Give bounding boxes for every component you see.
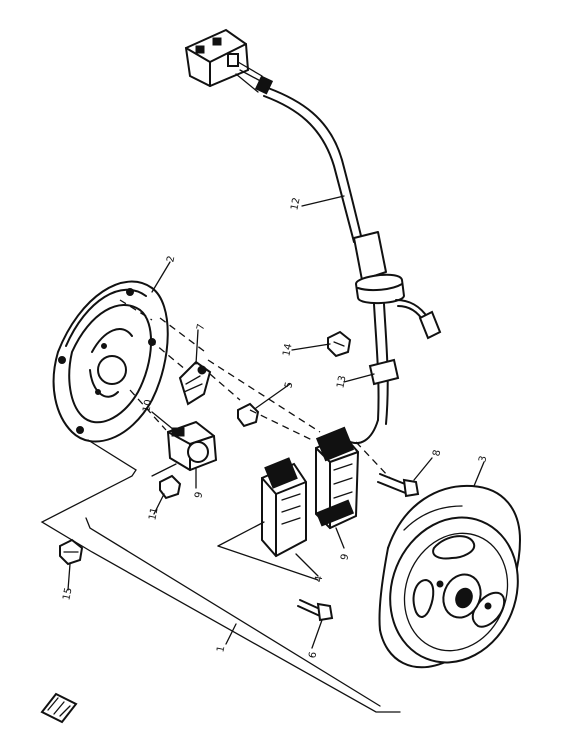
callout-8: 8 [431,449,443,458]
connector-plug [184,28,274,95]
callout-6: 6 [307,651,319,660]
wire-harness [263,87,442,445]
screw-part-11 [159,474,182,500]
pulser-coil-part-7 [178,360,212,406]
charge-coil-part-3 [315,426,360,530]
callout-14: 14 [281,343,294,358]
callout-3: 3 [477,455,489,464]
bolt-part-6 [297,599,334,622]
reference-brackets [40,439,401,713]
callout-9: 9 [339,553,351,562]
callout-11: 11 [147,507,160,522]
source-coil-part-4 [261,457,307,558]
callout-13: 13 [335,375,348,390]
lighting-coil-part-9 [166,420,218,472]
callout-10: 10 [141,399,154,414]
nut-part-5 [237,402,260,428]
callout-4: 4 [313,575,325,584]
callout-9b: 9 [193,491,205,500]
flywheel-rotor [378,484,521,669]
screw-part-14 [327,330,352,358]
callout-7: 7 [195,323,207,332]
screw-part-15 [59,538,84,566]
callout-15: 15 [61,587,74,602]
stator-plate [52,280,169,443]
corner-stamp-icon [40,692,78,724]
callout-1: 1 [215,645,227,654]
callout-12: 12 [289,197,302,212]
alignment-lines [119,299,391,479]
callout-2: 2 [165,255,177,264]
leader-lines [67,195,485,649]
bolt-part-8 [377,473,420,498]
callouts: 1 2 3 4 5 6 7 8 9 9 10 11 12 13 14 15 [61,197,489,660]
callout-5: 5 [283,381,295,390]
